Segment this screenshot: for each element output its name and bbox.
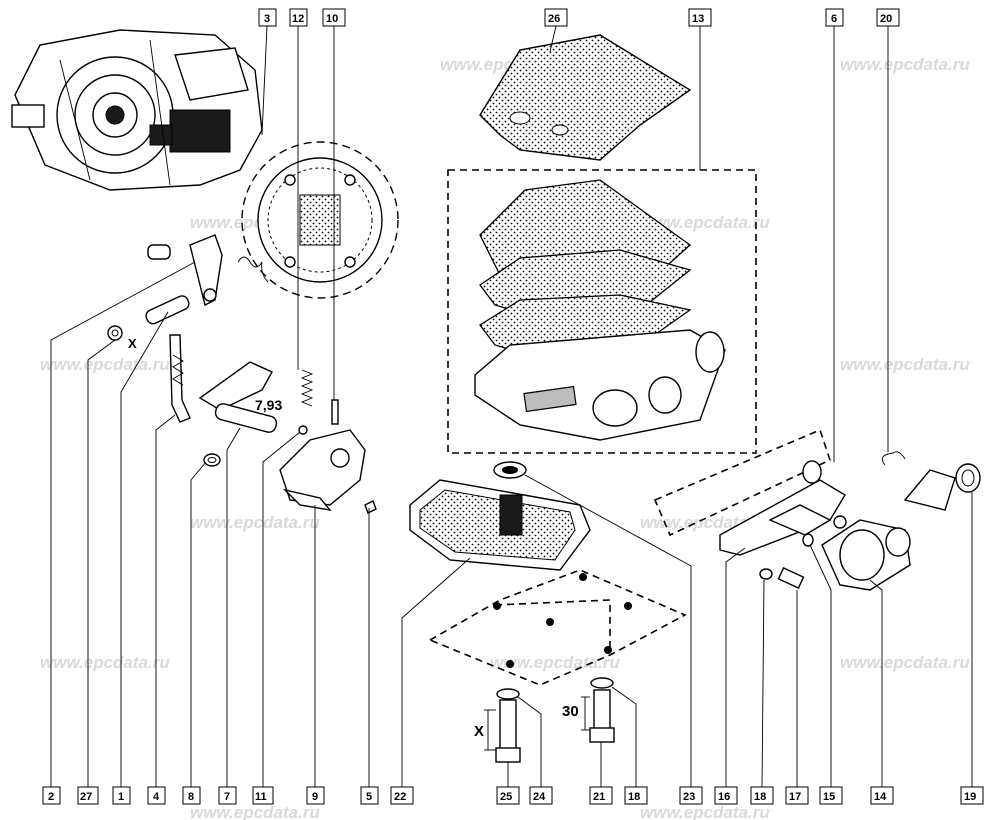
parking-pawl-parts — [107, 234, 269, 423]
valve-body-assembly-group — [447, 169, 757, 454]
oil-pan-bolts: X 30 X — [128, 336, 615, 763]
callout-label: 15 — [823, 791, 835, 803]
bolt-30-dimension: 30 — [562, 703, 579, 720]
callout-label: 25 — [500, 791, 512, 803]
callout-label: 8 — [188, 791, 194, 803]
watermark-text: www.epcdata.ru — [40, 355, 170, 374]
callout-label: 21 — [593, 791, 605, 803]
bolt-x-dimension: X — [474, 723, 484, 740]
callout-label: 24 — [533, 791, 546, 803]
callout-label: 12 — [292, 13, 304, 25]
callout-label: 1 — [118, 791, 124, 803]
watermark-text: www.epcdata.ru — [640, 213, 770, 232]
callout-label: 20 — [880, 13, 892, 25]
callout-label: 23 — [683, 791, 695, 803]
callout-label: 2 — [48, 791, 54, 803]
callout-label: 18 — [628, 791, 640, 803]
callout-label: 11 — [255, 791, 267, 803]
parking-gear — [241, 141, 399, 299]
callout-label: 7 — [224, 791, 230, 803]
callout-label: 3 — [264, 13, 270, 25]
solenoid-and-sensor — [653, 428, 981, 591]
selector-lever — [198, 361, 278, 467]
detent-spring-and-pin: 7,93 — [255, 369, 339, 435]
callout-label: 19 — [964, 791, 976, 803]
oil-pan-outline — [428, 569, 687, 686]
gearbox-assembly-illustration — [11, 29, 263, 191]
callout-label: 27 — [80, 791, 92, 803]
watermark-text: www.epcdata.ru — [490, 653, 620, 672]
pin-x-dimension: X — [128, 336, 137, 351]
watermark-text: www.epcdata.ru — [840, 653, 970, 672]
watermark-text: www.epcdata.ru — [840, 355, 970, 374]
callout-label: 14 — [874, 791, 887, 803]
watermark-text: www.epcdata.ru — [190, 803, 320, 820]
callout-label: 26 — [548, 13, 560, 25]
watermark-text: www.epcdata.ru — [40, 653, 170, 672]
valve-body-gasket — [479, 34, 692, 161]
callout-label: 22 — [394, 791, 406, 803]
callout-label: 17 — [789, 791, 801, 803]
callout-label: 13 — [692, 13, 704, 25]
callout-label: 4 — [153, 791, 160, 803]
callout-label: 18 — [754, 791, 766, 803]
watermark-text: www.epcdata.ru — [190, 513, 320, 532]
detent-plate — [279, 429, 377, 514]
oil-filter — [409, 479, 591, 571]
callout-label: 9 — [312, 791, 318, 803]
callout-label: 5 — [366, 791, 372, 803]
watermark-text: www.epcdata.ru — [840, 55, 970, 74]
callout-label: 6 — [831, 13, 837, 25]
callout-label: 16 — [718, 791, 730, 803]
callout-labels: 3 12 10 26 13 6 20 2 27 1 4 8 — [42, 8, 984, 805]
callout-label: 10 — [326, 13, 338, 25]
spring-length-dimension: 7,93 — [255, 397, 282, 413]
watermarks: www.epcdata.ru www.epcdata.ru www.epcdat… — [40, 55, 970, 820]
watermark-text: www.epcdata.ru — [640, 803, 770, 820]
filter-seal — [493, 461, 527, 479]
